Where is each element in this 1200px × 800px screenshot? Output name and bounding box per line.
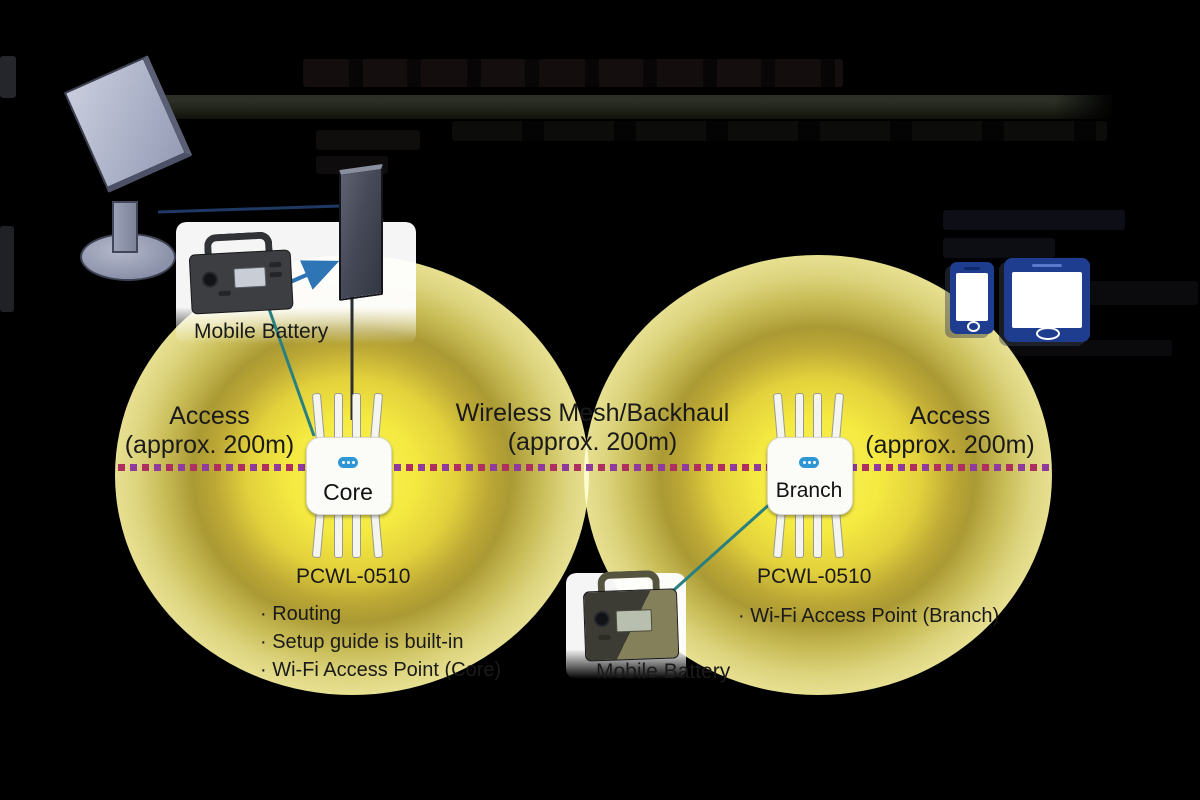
phone-screen bbox=[956, 273, 988, 321]
access-left-zone-label: Access (approx. 200m) bbox=[92, 402, 327, 460]
obscured-left-edge-artifact bbox=[0, 56, 16, 98]
tablet-icon bbox=[1004, 258, 1090, 342]
feature-item: · Wi-Fi Access Point (Branch) bbox=[738, 605, 1000, 627]
zone-line1: Access bbox=[909, 402, 991, 430]
zone-line2: (approx. 200m) bbox=[507, 428, 678, 456]
smartphone-icon bbox=[950, 262, 994, 334]
obscured-title-underline-band bbox=[126, 95, 1114, 119]
antenna bbox=[334, 393, 343, 441]
zone-line2: (approx. 200m) bbox=[865, 431, 1035, 459]
feature-item: · Routing bbox=[260, 603, 342, 625]
tablet-home-button bbox=[1036, 327, 1060, 340]
battery-button bbox=[269, 271, 282, 278]
antenna bbox=[813, 393, 822, 441]
mesh-device-core: Core bbox=[306, 392, 392, 559]
feature-item: · Setup guide is built-in bbox=[260, 631, 464, 653]
zone-line1: Wireless Mesh/Backhaul bbox=[455, 399, 730, 427]
core-device-label: Core bbox=[323, 479, 373, 505]
mounted-panel-illustration bbox=[339, 163, 383, 301]
phone-speaker bbox=[964, 267, 980, 270]
obscured-right-text bbox=[1088, 281, 1198, 305]
antenna bbox=[795, 393, 804, 441]
branch-feature-list: · Wi-Fi Access Point (Branch) bbox=[738, 602, 999, 630]
antenna bbox=[370, 392, 384, 442]
battery-screen bbox=[233, 266, 267, 289]
antenna bbox=[772, 392, 786, 442]
antenna bbox=[795, 510, 804, 558]
battery-button bbox=[269, 261, 282, 268]
battery-screen bbox=[615, 609, 653, 633]
antenna bbox=[352, 510, 361, 558]
antenna bbox=[352, 393, 361, 441]
mobile-battery-bottom-illustration bbox=[582, 569, 680, 662]
branch-device-label: Branch bbox=[775, 479, 843, 502]
tablet-speaker bbox=[1032, 264, 1062, 267]
antenna bbox=[334, 510, 343, 558]
obscured-clients-text-line1 bbox=[943, 210, 1125, 230]
zone-line2: (approx. 200m) bbox=[124, 431, 295, 459]
antenna bbox=[831, 509, 845, 559]
obscured-subtitle-text bbox=[452, 121, 1107, 141]
feature-item: · Wi-Fi Access Point (Core) bbox=[260, 659, 502, 681]
antenna bbox=[370, 509, 384, 559]
brand-logo-icon bbox=[338, 457, 358, 468]
obscured-below-gadgets-text bbox=[1002, 340, 1172, 356]
obscured-title-text bbox=[303, 59, 843, 87]
antenna bbox=[772, 509, 786, 559]
device-case bbox=[306, 437, 392, 515]
mobile-battery-bottom-label: Mobile Battery bbox=[596, 660, 731, 683]
solar-panel-illustration bbox=[60, 55, 240, 285]
obscured-left-edge-artifact bbox=[0, 226, 14, 312]
core-model-label: PCWL-0510 bbox=[296, 565, 411, 588]
zone-line1: Access bbox=[169, 402, 250, 430]
tablet-screen bbox=[1012, 272, 1082, 328]
antenna bbox=[813, 510, 822, 558]
mobile-battery-top-illustration bbox=[188, 231, 294, 315]
phone-home-button bbox=[967, 321, 980, 332]
mobile-battery-top-label: Mobile Battery bbox=[194, 320, 329, 343]
obscured-clients-text-line2 bbox=[943, 238, 1055, 258]
battery-button bbox=[218, 290, 231, 297]
core-feature-list: · Routing · Setup guide is built-in · Wi… bbox=[260, 600, 501, 684]
solar-panel-face bbox=[63, 55, 193, 193]
dashed-boundary-line bbox=[118, 464, 1050, 471]
device-case bbox=[767, 437, 853, 515]
mesh-zone-label: Wireless Mesh/Backhaul (approx. 200m) bbox=[445, 399, 740, 457]
branch-model-label: PCWL-0510 bbox=[757, 565, 872, 588]
mesh-device-branch: Branch bbox=[767, 392, 853, 559]
brand-logo-icon bbox=[799, 457, 819, 468]
solar-panel-pole bbox=[112, 201, 138, 253]
access-right-zone-label: Access (approx. 200m) bbox=[835, 402, 1065, 460]
obscured-callout-text-line1 bbox=[316, 130, 420, 150]
battery-button bbox=[598, 634, 611, 641]
antenna bbox=[311, 509, 325, 559]
